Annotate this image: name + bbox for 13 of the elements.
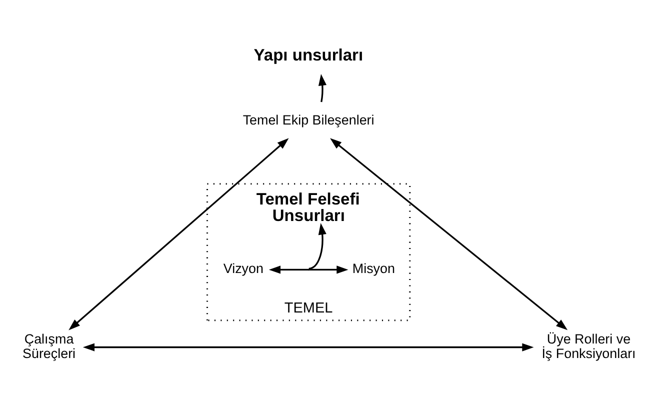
arrow <box>82 342 534 351</box>
node-text: Temel Felsefi Unsurları <box>256 188 360 224</box>
node-text: Yapı unsurları <box>254 45 364 64</box>
arrow <box>330 138 568 330</box>
arrow <box>268 265 348 274</box>
node-text: Misyon <box>352 260 395 276</box>
node-text: Çalışma Süreçleri <box>22 331 76 361</box>
arrow <box>68 138 289 330</box>
node-text: Temel Ekip Bileşenleri <box>242 112 374 127</box>
arrow <box>318 73 327 102</box>
arrow <box>308 222 326 269</box>
node-text: Üye Rolleri ve İş Fonksiyonları <box>542 331 636 361</box>
node-text: Vizyon <box>223 260 264 276</box>
